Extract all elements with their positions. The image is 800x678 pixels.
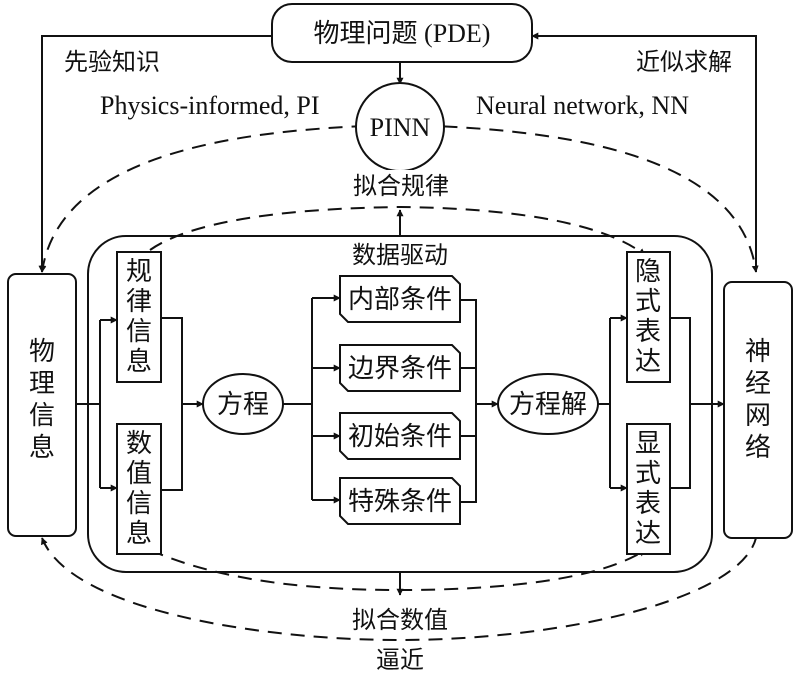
pinn-label: PINN [370,113,431,142]
edge-expr-merge [670,317,691,489]
rule-info-char-3: 信 [126,317,152,347]
node-neural-network: 神 经 网 络 [723,281,793,539]
node-rule-info: 规 律 信 息 [116,251,162,383]
node-physics-info: 物 理 信 息 [7,273,77,537]
edge-conditions-merge [460,299,477,503]
dashed-arc-lower-inner [149,549,646,592]
edge-info-merge [161,317,183,491]
cond-boundary-label: 边界条件 [348,354,452,384]
value-info-char-3: 信 [126,489,152,519]
data-driven-label-bg [340,241,460,269]
label-approach: 逼近 [376,646,424,674]
rule-info-char-1: 规 [126,257,152,287]
edge-solution-to-branches [598,318,611,488]
node-solution: 方程解 [497,373,599,435]
node-value-info: 数 值 信 息 [116,423,162,555]
explicit-char-1: 显 [635,429,661,459]
physics-info-char-4: 息 [29,433,55,463]
implicit-char-4: 达 [635,347,661,377]
node-explicit: 显 式 表 达 [626,423,671,555]
label-approx-solution: 近似求解 [636,48,732,76]
cond-interior-label: 内部条件 [348,285,452,315]
node-cond-interior: 内部条件 [339,275,461,323]
label-prior-knowledge: 先验知识 [64,48,160,76]
cond-special-label: 特殊条件 [348,487,452,517]
value-info-char-4: 息 [126,519,152,549]
nn-char-2: 经 [745,369,771,399]
label-fit-rule: 拟合规律 [353,172,449,200]
nn-char-3: 网 [745,401,771,431]
solution-label: 方程解 [509,390,587,420]
implicit-char-3: 表 [635,317,661,347]
value-info-char-1: 数 [126,429,152,459]
implicit-char-1: 隐 [635,257,661,287]
label-data-driven: 数据驱动 [352,241,448,269]
dashed-arc-upper-inner [149,205,646,256]
edge-nn-to-pde [531,32,757,272]
pde-label: 物理问题 (PDE) [314,19,491,48]
label-physics-informed: Physics-informed, PI [100,91,320,120]
fit-value-label-bg [344,605,456,635]
node-pinn: PINN [355,82,445,172]
edge-physics-to-branches [76,320,101,488]
implicit-char-2: 式 [635,287,661,317]
equation-label: 方程 [217,390,269,420]
value-info-char-2: 值 [126,459,152,489]
node-equation: 方程 [202,373,284,435]
node-cond-special: 特殊条件 [339,477,461,525]
fit-rule-label-bg [350,170,454,200]
node-pde: 物理问题 (PDE) [271,3,533,63]
explicit-char-4: 达 [635,519,661,549]
label-neural-network: Neural network, NN [476,91,689,120]
rule-info-char-2: 律 [126,287,152,317]
edge-equation-to-conditions [283,298,313,500]
rule-info-char-4: 息 [126,347,152,377]
physics-info-char-2: 理 [29,369,55,399]
explicit-char-3: 表 [635,489,661,519]
physics-info-char-3: 信 [29,401,55,431]
nn-char-4: 络 [745,433,771,463]
node-implicit: 隐 式 表 达 [626,251,671,383]
explicit-char-2: 式 [635,459,661,489]
nn-char-1: 神 [745,337,771,367]
node-cond-initial: 初始条件 [339,412,461,460]
cond-initial-label: 初始条件 [348,422,452,452]
edge-pde-to-physics [38,35,272,273]
node-cond-boundary: 边界条件 [339,344,461,392]
physics-info-char-1: 物 [29,337,55,367]
label-fit-value: 拟合数值 [352,606,448,634]
